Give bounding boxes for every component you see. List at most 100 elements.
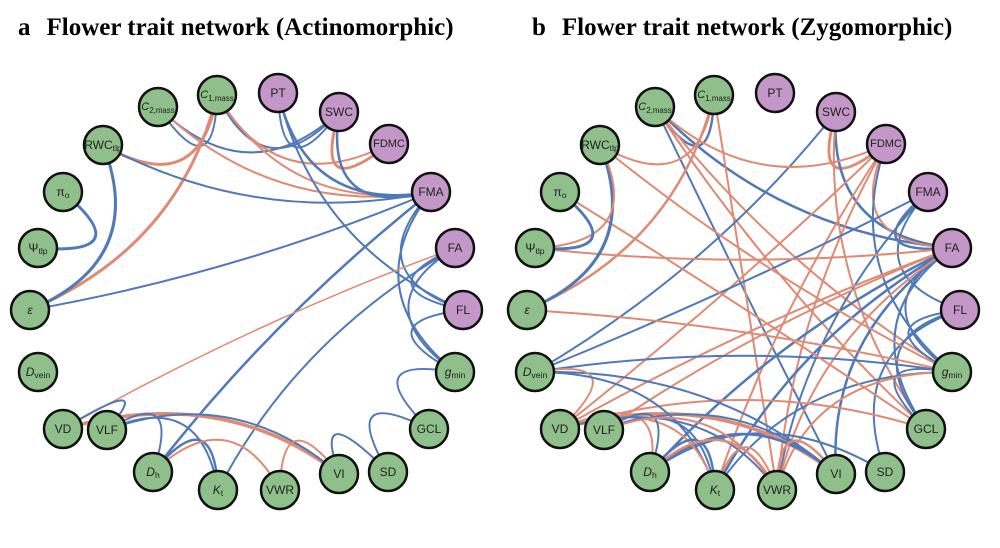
node-label: C1,mass xyxy=(200,89,233,103)
edge-FMA-Dh xyxy=(151,190,433,474)
edge-FA-VLF xyxy=(603,247,953,431)
node-label: FMA xyxy=(418,185,443,199)
node-Dh: Dh xyxy=(629,451,671,493)
edge-C2mass-gmin xyxy=(654,106,953,373)
panel-a-letter: a xyxy=(18,14,31,41)
node-RWCtlp: RWCtlp xyxy=(82,124,124,166)
edge-FL-GCL xyxy=(895,309,961,430)
node-circle xyxy=(539,171,581,213)
node-label: FA xyxy=(448,241,463,255)
node-C1mass: C1,mass xyxy=(693,74,735,116)
node-C1mass: C1,mass xyxy=(196,74,238,116)
node-circle xyxy=(257,72,299,114)
node-FA: FA xyxy=(931,227,973,269)
edge-FA-VWR xyxy=(776,247,953,491)
edge-FA-GCL xyxy=(893,247,953,430)
edge-C1mass-SWC xyxy=(216,94,340,150)
edge-gmin-RWCtlp xyxy=(599,144,953,373)
node-label: ε xyxy=(27,303,33,317)
edge-GCL-SD xyxy=(368,412,430,473)
edge-gmin-eps xyxy=(526,309,953,373)
node-label: VWR xyxy=(266,483,294,497)
edge-pio-Psitlp xyxy=(36,190,98,251)
edge-FMA-eps xyxy=(29,191,432,311)
node-circle xyxy=(756,469,798,511)
edge-FMA-FL xyxy=(896,191,961,311)
edge-FDMC-C2mass xyxy=(654,106,887,168)
node-VLF: VLF xyxy=(86,409,128,451)
node-circle xyxy=(815,91,857,133)
node-label: VWR xyxy=(763,483,791,497)
node-label: Kt xyxy=(213,483,224,498)
node-label: FL xyxy=(456,303,470,317)
node-circle xyxy=(434,227,476,269)
panel-b-letter: b xyxy=(532,14,546,41)
node-VI: VI xyxy=(815,453,857,495)
edge-SWC-Dvein xyxy=(534,111,837,373)
node-label: Dh xyxy=(643,465,657,480)
node-SD: SD xyxy=(864,451,906,493)
node-label: gmin xyxy=(445,365,466,380)
node-label: C2,mass xyxy=(141,101,174,115)
edge-VI-Dh xyxy=(648,432,838,476)
edges xyxy=(28,91,464,492)
node-circle xyxy=(9,289,51,331)
node-circle xyxy=(694,469,736,511)
node-VI: VI xyxy=(318,453,360,495)
node-GCL: GCL xyxy=(905,408,947,450)
node-circle xyxy=(86,409,128,451)
node-circle xyxy=(132,451,174,493)
node-label: SWC xyxy=(822,105,850,119)
panel-a-title: a Flower trait network (Actinomorphic) xyxy=(18,14,454,42)
node-label: C1,mass xyxy=(697,89,730,103)
edge-FDMC-FA xyxy=(871,143,953,249)
node-circle xyxy=(514,351,556,393)
node-PT: PT xyxy=(754,72,796,114)
node-circle xyxy=(579,124,621,166)
edge-FMA-gmin xyxy=(397,191,456,373)
node-circle xyxy=(17,351,59,393)
edge-FDMC-gmin xyxy=(871,143,953,373)
node-circle xyxy=(865,123,907,165)
edge-FA-Dh xyxy=(648,246,954,474)
edge-GCL-pio xyxy=(559,191,927,430)
edge-C2mass-FA xyxy=(653,105,954,250)
node-circle xyxy=(514,227,556,269)
node-label: VD xyxy=(552,422,569,436)
node-FL: FL xyxy=(442,289,484,331)
edge-FMA-RWCtlp xyxy=(102,144,432,204)
node-Kt: Kt xyxy=(694,469,736,511)
node-VWR: VWR xyxy=(259,469,301,511)
node-label: VI xyxy=(830,467,841,481)
edge-FL-SD xyxy=(872,309,961,473)
node-label: Ψtlp xyxy=(28,241,47,256)
node-circle xyxy=(907,171,949,213)
node-circle xyxy=(408,408,450,450)
node-label: FDMC xyxy=(373,138,405,150)
edge-gmin-Dvein xyxy=(534,354,953,373)
node-Kt: Kt xyxy=(197,469,239,511)
node-FDMC: FDMC xyxy=(368,123,410,165)
node-label: Dvein xyxy=(523,365,548,380)
node-label: Dh xyxy=(146,465,160,480)
node-label: πo xyxy=(553,185,566,200)
node-FA: FA xyxy=(434,227,476,269)
node-circle xyxy=(931,351,973,393)
node-VD: VD xyxy=(42,408,84,450)
node-label: πo xyxy=(56,185,69,200)
node-label: ε xyxy=(524,303,530,317)
edge-Dh-VWR xyxy=(152,438,281,491)
node-VD: VD xyxy=(539,408,581,450)
node-eps: ε xyxy=(9,289,51,331)
node-gmin: gmin xyxy=(931,351,973,393)
node-circle xyxy=(629,451,671,493)
node-label: gmin xyxy=(942,365,963,380)
panel-a-title-text: Flower trait network (Actinomorphic) xyxy=(46,14,454,41)
node-label: RWCtlp xyxy=(581,138,619,153)
node-label: FMA xyxy=(915,185,940,199)
edge-VLF-VI xyxy=(106,413,340,475)
node-label: Dvein xyxy=(26,365,51,380)
node-label: FL xyxy=(953,303,967,317)
